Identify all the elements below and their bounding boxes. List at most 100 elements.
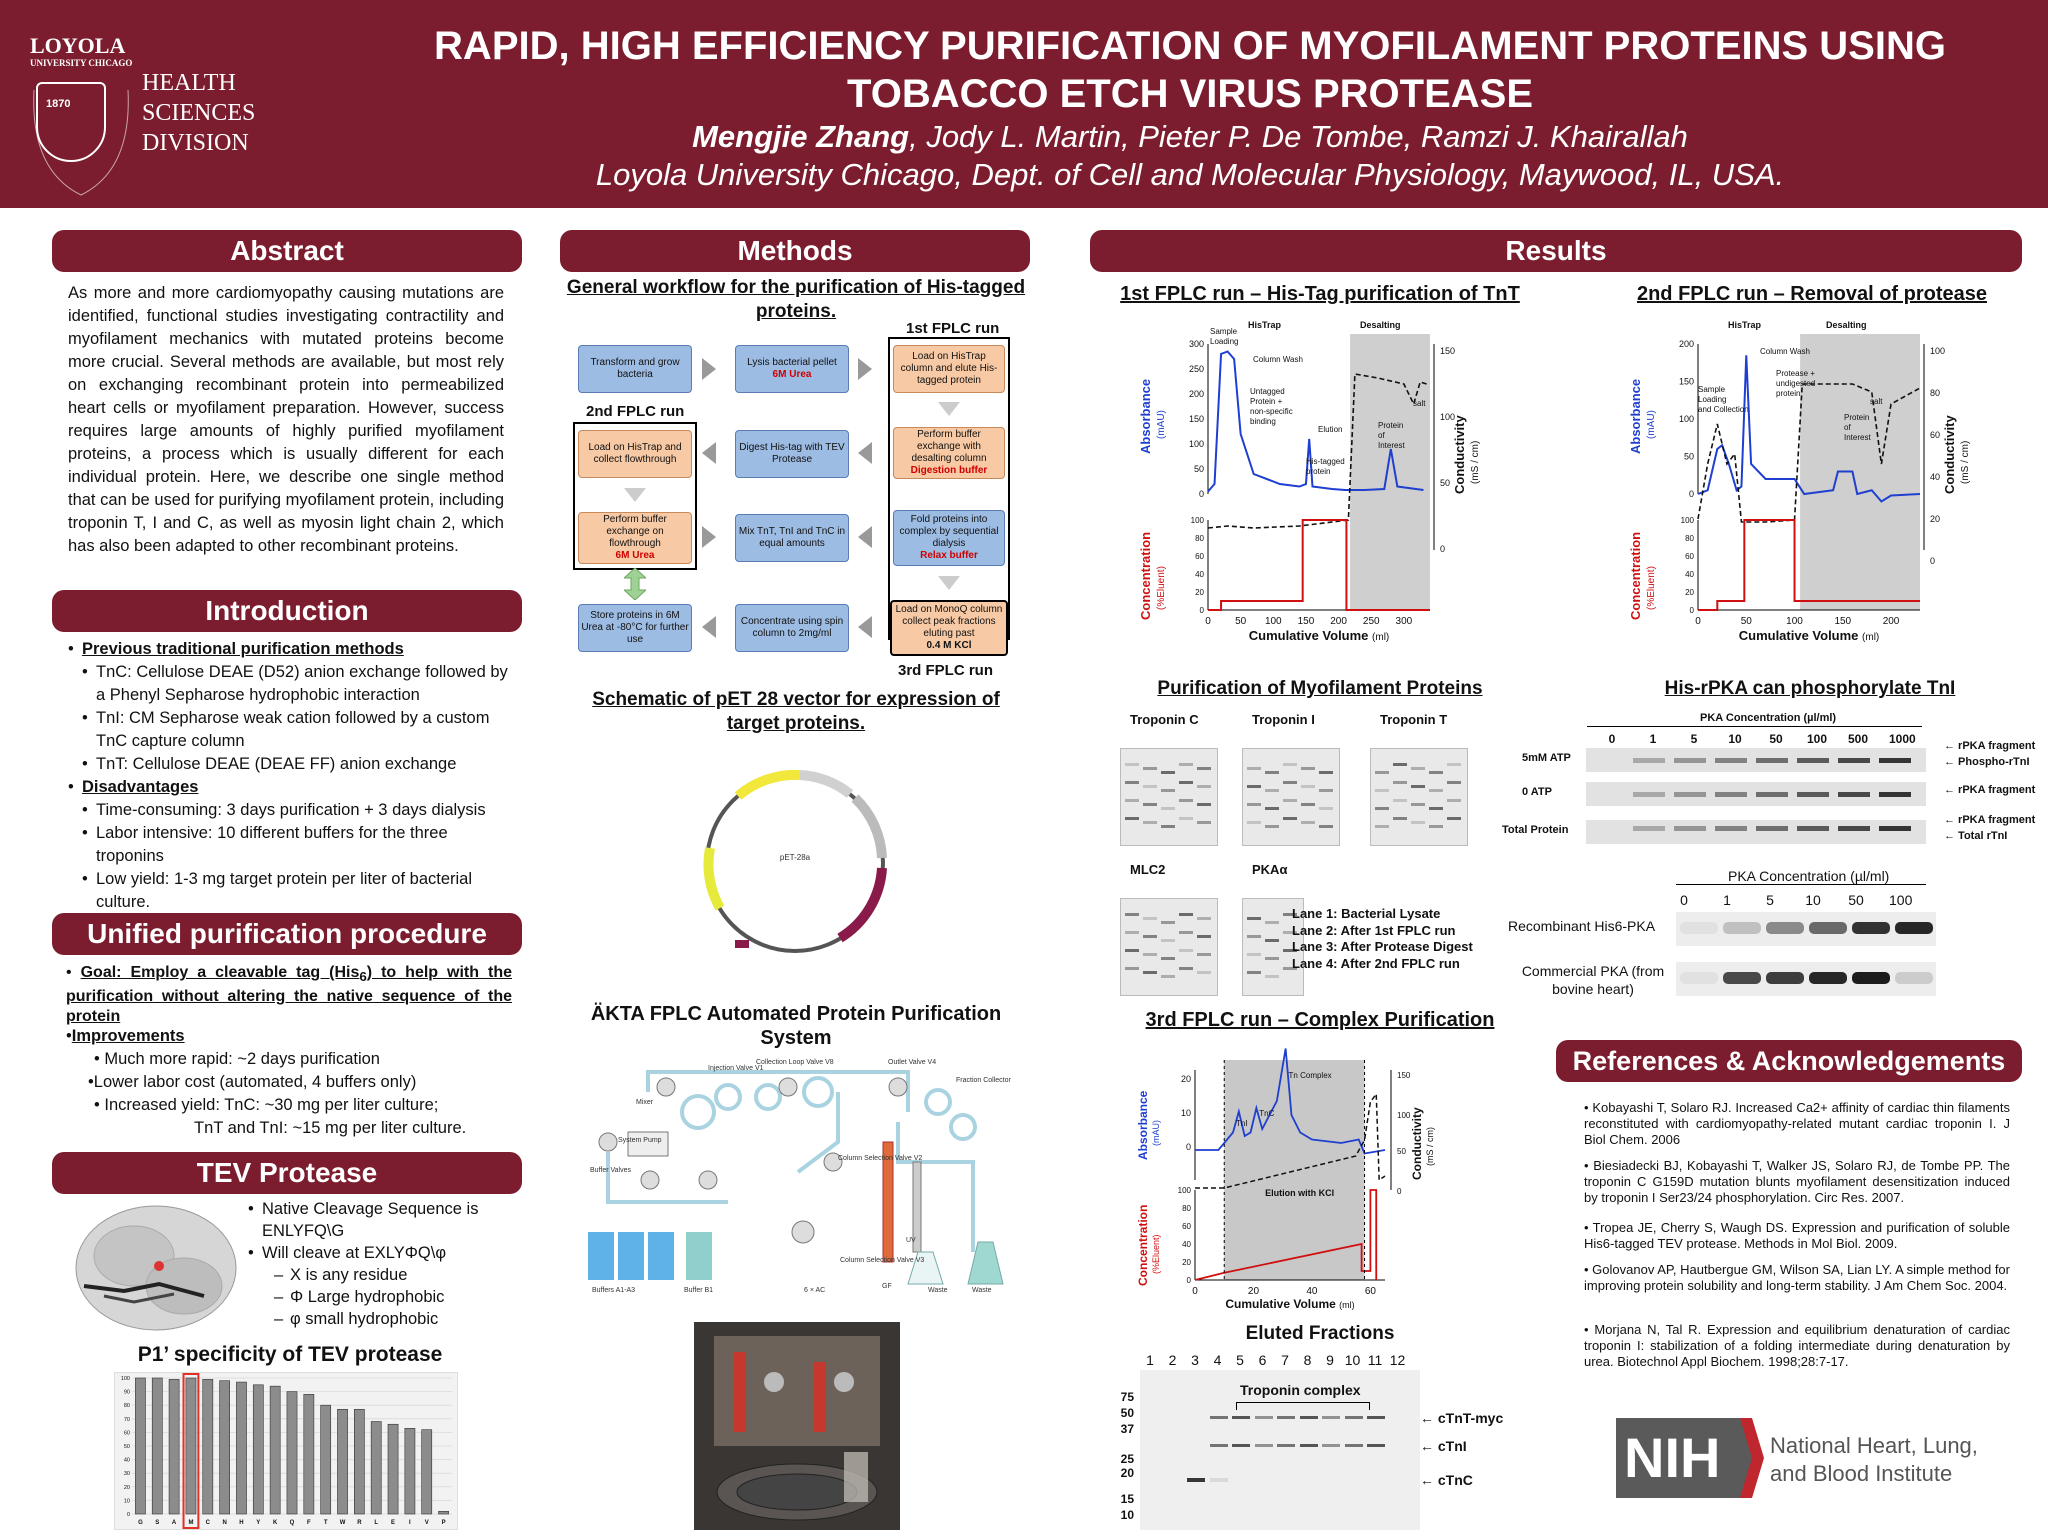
arrow-down-icon — [938, 402, 960, 416]
x-tick-label: 250 — [1363, 616, 1380, 627]
y-axis-title: Concentration — [1138, 532, 1153, 620]
flow-fold: Fold proteins into complex by sequential… — [893, 510, 1005, 566]
band-label: ← cTnC — [1420, 1472, 1473, 1488]
bar — [438, 1510, 449, 1515]
y-tick-label: 40 — [1685, 570, 1694, 579]
annotation: Column Wash — [1253, 355, 1303, 364]
x-tick-label: 20 — [1248, 1286, 1260, 1297]
divider-line — [1587, 726, 1922, 727]
gel-band — [1375, 807, 1389, 810]
gel-band — [1277, 1444, 1295, 1447]
annotation: Loading — [1210, 337, 1238, 346]
pka2-concentration-value: 5 — [1766, 892, 1774, 908]
marker-label: 75 — [1120, 1390, 1134, 1404]
lane-number: 8 — [1303, 1352, 1312, 1368]
arrow-down-icon — [624, 488, 646, 502]
svg-text:pET-28a: pET-28a — [780, 853, 811, 862]
bar — [185, 1377, 197, 1515]
gel-band — [1393, 763, 1407, 766]
akta-schematic: Injection Valve V1 Collection Loop Valve… — [588, 1059, 1012, 1294]
gel-band — [1411, 785, 1425, 788]
affiliation: Loyola University Chicago, Dept. of Cell… — [595, 157, 1785, 192]
lane-number: 10 — [1344, 1352, 1361, 1368]
y2-tick-label: 60 — [1930, 430, 1940, 440]
annotation: undigested — [1776, 379, 1815, 388]
svg-text:Injection Valve V1: Injection Valve V1 — [708, 1065, 764, 1072]
gel-band — [1143, 971, 1157, 974]
gel-band — [1429, 825, 1443, 828]
gel-image — [1242, 898, 1304, 996]
y-axis-title: Absorbance — [1138, 379, 1153, 454]
x-tick-label: 200 — [1330, 616, 1347, 627]
gel-band — [1447, 763, 1461, 766]
lane-legend-item: Lane 4: After 2nd FPLC run — [1292, 955, 1460, 971]
gel-band — [1125, 949, 1139, 952]
svg-text:Column Selection Valve V3: Column Selection Valve V3 — [840, 1257, 924, 1264]
run2-label: 2nd FPLC run — [586, 403, 685, 420]
x-tick-label: 100 — [1786, 616, 1803, 627]
blot-band — [1879, 826, 1911, 831]
annotation: His-tagged — [1306, 457, 1345, 466]
blot-strip — [1586, 820, 1926, 844]
x-tick-label: W — [340, 1520, 346, 1526]
results-heading: Results — [1090, 230, 2022, 272]
y-tick-label: 100 — [1679, 414, 1694, 424]
reference-item: • Tropea JE, Cherry S, Waugh DS. Express… — [1584, 1220, 2010, 1251]
gel-band — [1125, 931, 1139, 934]
blot-band — [1838, 826, 1870, 831]
y2-tick-label: 50 — [1440, 478, 1450, 488]
bar — [286, 1391, 298, 1515]
blot-band — [1797, 758, 1829, 763]
gel-band — [1143, 953, 1157, 956]
pka2-row-label: Recombinant His6-PKA — [1508, 918, 1656, 934]
gel-band — [1367, 1444, 1385, 1447]
title-line-1: RAPID, HIGH EFFICIENCY PURIFICATION OF M… — [434, 24, 1946, 68]
blot-strip — [1676, 962, 1936, 996]
blot-band — [1809, 922, 1847, 934]
x-tick-label: 100 — [1265, 616, 1282, 627]
blot-band — [1809, 972, 1847, 984]
y2-tick-label: 0 — [1930, 556, 1935, 566]
pka-concentration-value: 500 — [1848, 732, 1869, 746]
svg-text:Waste: Waste — [928, 1287, 948, 1294]
reference-item: • Biesiadecki BJ, Kobayashi T, Walker JS… — [1584, 1158, 2010, 1205]
lane-number: 12 — [1389, 1352, 1406, 1368]
gel-label: Troponin C — [1130, 712, 1199, 727]
x-tick-label: Y — [256, 1520, 260, 1526]
poster-title: RAPID, HIGH EFFICIENCY PURIFICATION OF M… — [360, 22, 2020, 118]
gel-band — [1429, 789, 1443, 792]
list-item: Low yield: 1-3 mg target protein per lit… — [66, 868, 512, 914]
svg-text:Buffer Valves: Buffer Valves — [590, 1167, 631, 1174]
annotation: and Collection — [1698, 405, 1749, 414]
y-tick-label: 50 — [1684, 452, 1694, 462]
abstract-heading: Abstract — [52, 230, 522, 272]
annotation: Column Wash — [1760, 347, 1810, 356]
lane-number: 5 — [1236, 1352, 1244, 1368]
shaded-region — [1224, 1060, 1365, 1280]
x-tick-label: M — [188, 1520, 193, 1526]
annotation: Interest — [1844, 433, 1871, 442]
gel-band — [1125, 781, 1139, 784]
gel-band — [1447, 781, 1461, 784]
university-logo: LOYOLA UNIVERSITY CHICAGO 1870 HEALTH SC… — [26, 30, 336, 196]
gel-band — [1283, 817, 1297, 820]
svg-text:Buffers A1-A3: Buffers A1-A3 — [592, 1287, 635, 1294]
pka-band-label: ← rPKA fragment — [1944, 740, 2036, 752]
y2-axis-title: Conductivity — [1452, 415, 1467, 494]
gel-band — [1429, 807, 1443, 810]
y-axis-title: Concentration — [1628, 532, 1643, 620]
annotation: Interest — [1378, 441, 1405, 450]
bar — [236, 1381, 247, 1515]
pka-concentration-value: 1 — [1649, 732, 1657, 746]
y-tick-label: 20 — [1685, 588, 1694, 597]
highlight-box — [182, 1373, 200, 1529]
svg-text:Fraction Collector: Fraction Collector — [956, 1077, 1012, 1084]
bar — [320, 1404, 332, 1515]
gel-band — [1161, 921, 1175, 924]
annotation: TnC — [1259, 1109, 1274, 1118]
annotation: of — [1378, 431, 1385, 440]
pka-band-label: ← Phospho-rTnI — [1944, 756, 2030, 768]
y-tick-label: 200 — [1679, 339, 1694, 349]
y-tick-label: 40 — [1182, 1240, 1191, 1249]
